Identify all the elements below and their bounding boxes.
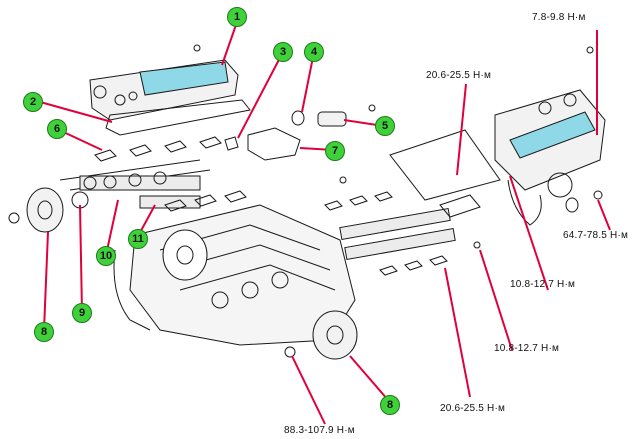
callout-7: 7 <box>325 141 345 161</box>
callout-3: 3 <box>273 42 293 62</box>
callout-1: 1 <box>227 7 247 27</box>
callout-8: 8 <box>34 322 54 342</box>
torque-label-cam-right-1: 10.8-12.7 Н·м <box>510 279 576 290</box>
callout-2: 2 <box>23 92 43 112</box>
torque-label-tensioner: 64.7-78.5 Н·м <box>563 230 629 241</box>
callout-9: 9 <box>72 303 92 323</box>
torque-label-crank-bolt: 88.3-107.9 Н·м <box>284 425 355 436</box>
torque-label-gasket: 20.6-25.5 Н·м <box>426 70 492 81</box>
callout-4: 4 <box>304 42 324 62</box>
callout-10: 10 <box>96 246 116 266</box>
torque-label-cam-right-2: 10.8-12.7 Н·м <box>494 343 560 354</box>
callout-8-crank: 8 <box>380 395 400 415</box>
torque-label-top-right: 7.8-9.8 Н·м <box>532 12 586 23</box>
callout-5: 5 <box>375 116 395 136</box>
torque-label-cam-caps: 20.6-25.5 Н·м <box>440 403 506 414</box>
callout-6: 6 <box>47 119 67 139</box>
callout-11: 11 <box>128 229 148 249</box>
